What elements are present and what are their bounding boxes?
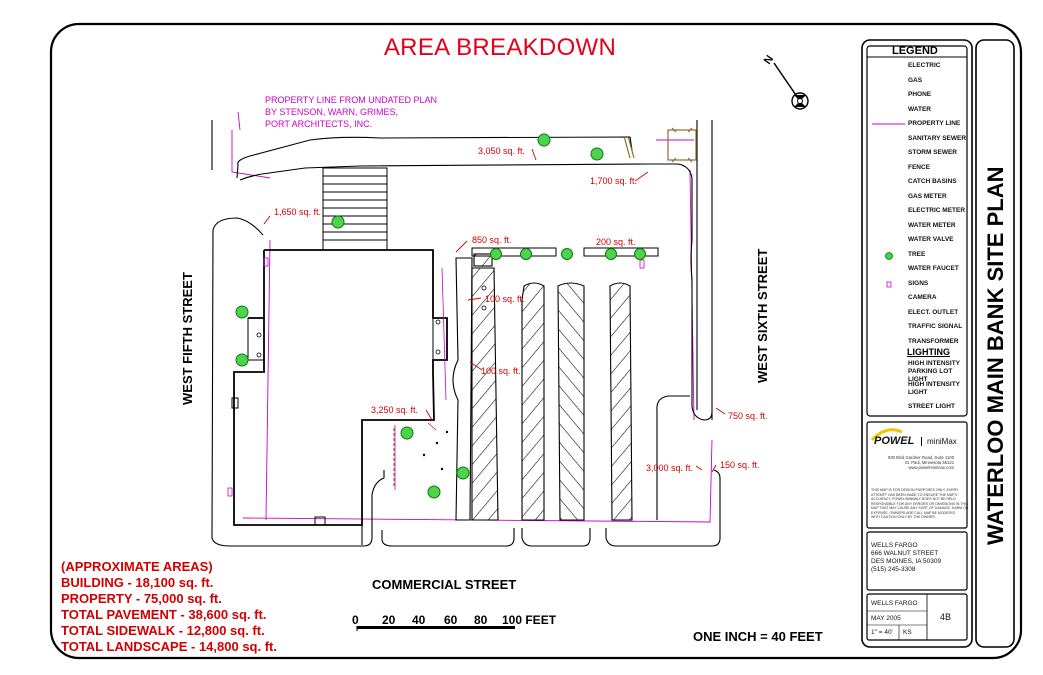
legend-item: ELECTRIC METER: [908, 207, 966, 214]
sheet-title: WATERLOO MAIN BANK SITE PLAN: [983, 166, 1008, 545]
curb-lines: [211, 120, 721, 547]
trees: [235, 133, 646, 499]
legend-item: WATER FAUCET: [908, 265, 959, 272]
summary-building: BUILDING - 18,100 sq. ft.: [61, 575, 214, 590]
legend-item: PHONE: [908, 91, 932, 98]
scale-tick-label: 100 FEET: [502, 613, 557, 627]
area-label: 3,250 sq. ft.: [371, 405, 419, 415]
legend-lighting-title: LIGHTING: [907, 347, 950, 357]
project-name: WELLS FARGO: [871, 600, 918, 607]
address-line: 930 Blvd Gardner Road, Suite 1100: [888, 455, 955, 460]
north-arrow-icon: [773, 62, 809, 110]
drawing-frame: [49, 22, 1023, 660]
building-outline: [233, 249, 448, 526]
drawing-date: MAY 2005: [871, 615, 901, 622]
area-leaders: [263, 148, 726, 473]
legend-title: LEGEND: [892, 45, 938, 57]
note-line: PROPERTY LINE FROM UNDATED PLAN: [265, 95, 438, 105]
client-line: DES MOINES, IA 50309: [871, 558, 942, 565]
scale-tick-label: 0: [352, 613, 359, 627]
legend-item: PROPERTY LINE: [908, 120, 961, 127]
address-line: St. Paul, Minnesota 55121: [904, 460, 955, 465]
summary-landscape: TOTAL LANDSCAPE - 14,800 sq. ft.: [61, 639, 277, 654]
note-line: BY STENSON, WARN, GRIMES,: [265, 107, 399, 117]
company-address: 930 Blvd Gardner Road, Suite 1100 St. Pa…: [888, 455, 954, 470]
legend-item: STREET LIGHT: [908, 403, 955, 410]
legend-item: TREE: [908, 251, 926, 258]
sheet-number: 4B: [940, 612, 952, 622]
area-label: 750 sq. ft.: [728, 411, 768, 421]
legend-item: WATER VALVE: [908, 236, 954, 243]
street-label-commercial: COMMERCIAL STREET: [372, 577, 517, 592]
legend-item: WATER: [908, 106, 931, 113]
legend-item: GAS METER: [908, 193, 947, 200]
client-block: WELLS FARGO 666 WALNUT STREET DES MOINES…: [871, 542, 941, 574]
area-label: 200 sq. ft.: [596, 237, 636, 247]
scale-tick-label: 60: [444, 613, 458, 627]
client-line: (515) 245-3308: [871, 566, 916, 573]
summary-sidewalk: TOTAL SIDEWALK - 12,800 sq. ft.: [61, 623, 265, 638]
legend-item: CATCH BASINS: [908, 178, 957, 185]
transformer: [623, 127, 697, 163]
client-line: WELLS FARGO: [871, 542, 918, 549]
summary-pavement: TOTAL PAVEMENT - 38,600 sq. ft.: [61, 607, 267, 622]
scale-tick-label: 20: [382, 613, 396, 627]
scale-note: ONE INCH = 40 FEET: [693, 629, 823, 644]
legend-item: TRAFFIC SIGNAL: [908, 323, 963, 330]
legend-item: WATER METER: [908, 222, 956, 229]
street-label-west-sixth: WEST SIXTH STREET: [755, 248, 770, 383]
area-label: 1,650 sq. ft.: [274, 207, 322, 217]
legend-item: FENCE: [908, 164, 931, 171]
area-label: 100 sq. ft.: [485, 294, 525, 304]
canopy: [322, 167, 388, 251]
note-line: PORT ARCHITECTS, INC.: [265, 119, 373, 129]
legend-item: HIGH INTENSITY LIGHT: [908, 381, 960, 396]
legend-box: [866, 45, 968, 417]
disclaimer-line: RESPONSIBLE FOR ANY ERRORS OR OMISSIONS …: [871, 501, 969, 506]
area-label: 100 sq. ft.: [481, 366, 521, 376]
scale-bar: [356, 626, 515, 631]
property-line-note: PROPERTY LINE FROM UNDATED PLAN BY STENS…: [265, 94, 437, 130]
company-logo: POWEL: [874, 435, 915, 447]
disclaimer-line: ACCURACY. POWEL/MINIMAX DOES NOT BE HELD: [871, 497, 956, 501]
legend-item: ELECTRIC: [908, 62, 941, 69]
area-label: 3,050 sq. ft.: [478, 146, 526, 156]
legend-item: SANITARY SEWER: [908, 135, 967, 142]
area-label: 3,000 sq. ft.: [646, 463, 694, 473]
scale-tick-label: 80: [474, 613, 488, 627]
disclaimer-line: THIS MAP IS FOR DESIGN PURPOSES ONLY. EV…: [871, 488, 959, 492]
disclaimer-line: WITH CAUTION ONLY BY THE OWNER.: [871, 515, 936, 519]
legend-panel: [861, 39, 973, 648]
legend-item: STORM SEWER: [908, 149, 957, 156]
area-label: 150 sq. ft.: [720, 460, 760, 470]
drawing-scale: 1" = 40': [871, 629, 893, 636]
parking-islands: [452, 253, 633, 521]
disclaimer: THIS MAP IS FOR DESIGN PURPOSES ONLY. EV…: [871, 488, 968, 520]
legend-item: TRANSFORMER: [908, 338, 959, 345]
street-label-west-fifth: WEST FIFTH STREET: [180, 272, 195, 405]
disclaimer-line: MAP THAT MAY CAUSE ANY SORT OF DAMAGE, H…: [871, 506, 969, 510]
legend-item: SIGNS: [908, 280, 929, 287]
disclaimer-line: EXPENSE. OWNERS ARE CALL MAP BE MODIFIED: [871, 510, 956, 515]
address-line: www.powelminimax.com: [908, 465, 955, 470]
legend-item: HIGH INTENSITY PARKING LOT LIGHT: [908, 360, 960, 383]
legend-item: GAS: [908, 77, 923, 84]
legend-item: CAMERA: [908, 294, 937, 301]
product-logo: miniMax: [921, 437, 957, 446]
disclaimer-line: ATTEMPT HAS BEEN MADE TO ENSURE THE MAP'…: [871, 492, 958, 497]
legend-item: ELECT. OUTLET: [908, 309, 959, 316]
area-label: 1,700 sq. ft.: [590, 176, 638, 186]
summary-property: PROPERTY - 75,000 sq. ft.: [61, 591, 222, 606]
client-line: 666 WALNUT STREET: [871, 550, 939, 557]
page-title: AREA BREAKDOWN: [383, 34, 617, 61]
area-label: 850 sq. ft.: [472, 235, 512, 245]
drawn-by: KS: [903, 629, 912, 636]
scale-tick-label: 40: [412, 613, 426, 627]
summary-heading: (APPROXIMATE AREAS): [61, 559, 213, 574]
area-summary: (APPROXIMATE AREAS) BUILDING - 18,100 sq…: [61, 559, 277, 655]
